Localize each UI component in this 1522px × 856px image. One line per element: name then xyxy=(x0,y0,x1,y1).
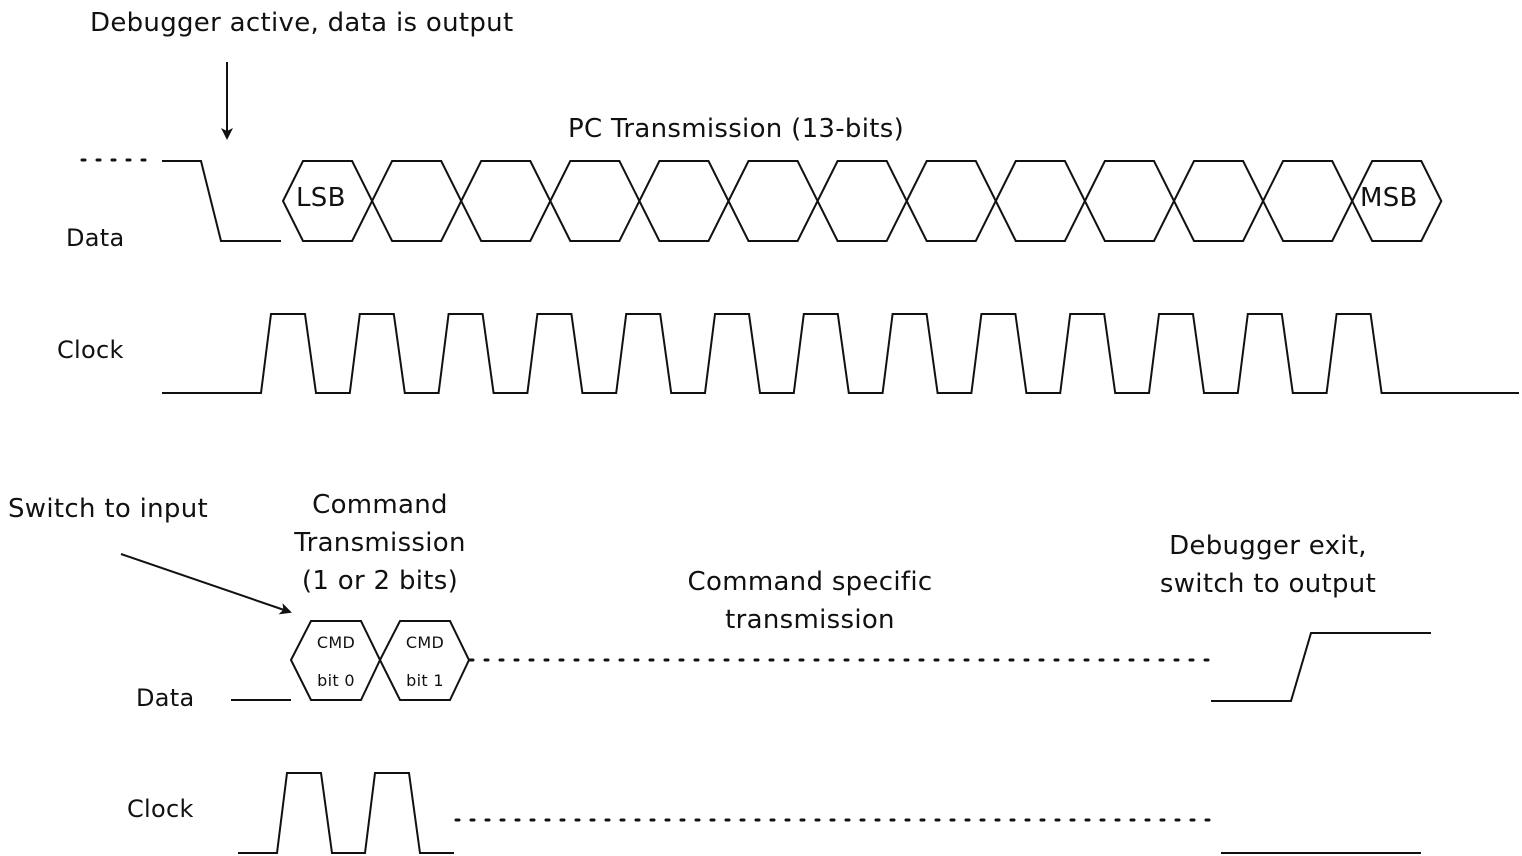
data-bit-hexagon xyxy=(1261,160,1354,242)
msb-label: MSB xyxy=(1360,183,1418,213)
cmd-bit-1-line2: bit 1 xyxy=(406,671,444,690)
command-transmission-line2: Transmission xyxy=(294,528,466,558)
cmd-bit-0-line2: bit 0 xyxy=(317,671,355,690)
switch-to-input-annotation: Switch to input xyxy=(8,494,208,524)
command-transmission-line1: Command xyxy=(312,490,448,520)
data-bit-hexagon xyxy=(994,160,1087,242)
lsb-label: LSB xyxy=(296,183,346,213)
pc-transmission-title: PC Transmission (13-bits) xyxy=(568,114,905,144)
top-data-label: Data xyxy=(66,224,125,252)
debugger-exit-annotation: Debugger exit, switch to output xyxy=(1128,527,1408,603)
data-bit-hexagon xyxy=(370,160,463,242)
command-specific-line1: Command specific xyxy=(687,567,933,597)
clock-waveform-bottom xyxy=(238,772,454,854)
data-exit-rising-edge xyxy=(1211,632,1431,702)
command-specific-line2: transmission xyxy=(725,605,895,635)
bottom-data-label: Data xyxy=(136,684,195,712)
data-bit-hexagon xyxy=(727,160,819,242)
cmd-bit-0-line1: CMD xyxy=(316,633,356,652)
debugger-exit-line2: switch to output xyxy=(1159,569,1377,599)
command-transmission-title: Command Transmission (1 or 2 bits) xyxy=(280,486,480,600)
debugger-exit-line1: Debugger exit, xyxy=(1169,531,1367,561)
data-bit-hexagon xyxy=(1083,160,1176,242)
data-bit-hexagon xyxy=(1172,160,1265,242)
cmd-bit-1-line1: CMD xyxy=(405,633,445,652)
data-bit-hexagon xyxy=(816,160,908,242)
data-bit-hexagon xyxy=(905,160,997,242)
data-bus-13-bits xyxy=(281,160,1443,242)
data-bit-hexagon xyxy=(549,160,641,242)
cmd-bit-0-label: CMD bit 0 xyxy=(296,630,376,694)
command-transmission-line3: (1 or 2 bits) xyxy=(301,566,459,596)
debugger-active-annotation: Debugger active, data is output xyxy=(90,8,514,38)
command-specific-title: Command specific transmission xyxy=(660,563,960,639)
cmd-bit-1-label: CMD bit 1 xyxy=(385,630,465,694)
top-clock-label: Clock xyxy=(57,336,124,364)
data-bit-hexagon xyxy=(460,160,552,242)
data-bit-hexagon xyxy=(638,160,730,242)
data-bit-hexagon xyxy=(1351,160,1443,242)
clock-waveform-top xyxy=(162,313,1519,394)
bottom-clock-label: Clock xyxy=(127,795,194,823)
switch-to-input-arrow xyxy=(120,553,292,615)
data-falling-edge xyxy=(162,160,281,242)
